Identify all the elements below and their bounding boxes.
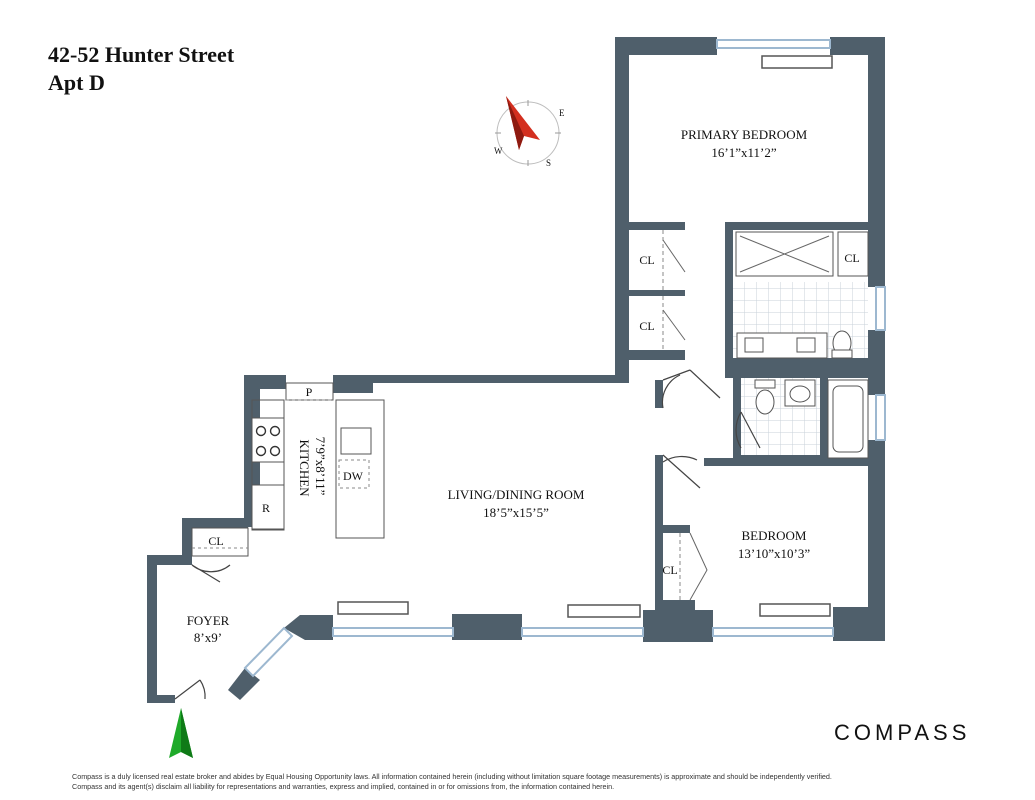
kitchen-name: KITCHEN (297, 439, 312, 497)
closet-label-2: CL (639, 319, 654, 333)
closet-label-1: CL (639, 253, 654, 267)
windows (243, 39, 886, 678)
closet-label-3: CL (844, 251, 859, 265)
doors (174, 369, 761, 700)
kitchen-dims: 7’9”x8’11” (313, 437, 328, 496)
living-dining-dims: 18’5”x15’5” (483, 505, 549, 520)
dishwasher-label: DW (343, 469, 364, 483)
primary-bedroom-name: PRIMARY BEDROOM (681, 127, 808, 142)
primary-bathroom (733, 231, 869, 359)
compass-brand-logo: COMPASS (834, 720, 971, 745)
pantry-label: P (306, 385, 313, 399)
disclaimer-line-2: Compass and its agent(s) disclaim all li… (72, 782, 615, 791)
foyer-dims: 8’x9’ (194, 630, 222, 645)
kitchen (251, 382, 385, 539)
closet-label-4: CL (662, 563, 677, 577)
compass-south-label: S (546, 158, 551, 168)
refrigerator-label: R (262, 501, 270, 515)
foyer-closet (191, 527, 249, 557)
bedroom-closet (679, 532, 708, 601)
unit-title: Apt D (48, 70, 105, 95)
primary-closets (662, 230, 686, 350)
primary-bedroom-dims: 16’1”x11’2” (711, 145, 776, 160)
bedroom-name: BEDROOM (741, 528, 806, 543)
compass-needle (506, 96, 540, 150)
entry-arrow-icon (169, 708, 193, 758)
compass-rose: E S W (494, 96, 565, 168)
legal-disclaimer: Compass is a duly licensed real estate b… (72, 772, 972, 792)
compass-west-label: W (494, 146, 503, 156)
foyer-name: FOYER (187, 613, 230, 628)
compass-east-label: E (559, 108, 565, 118)
disclaimer-line-1: Compass is a duly licensed real estate b… (72, 772, 832, 781)
address-title: 42-52 Hunter Street (48, 42, 235, 67)
closet-label-5: CL (208, 534, 223, 548)
living-dining-name: LIVING/DINING ROOM (448, 487, 585, 502)
bedroom-dims: 13’10”x10’3” (738, 546, 810, 561)
hall-bathroom (741, 378, 869, 459)
